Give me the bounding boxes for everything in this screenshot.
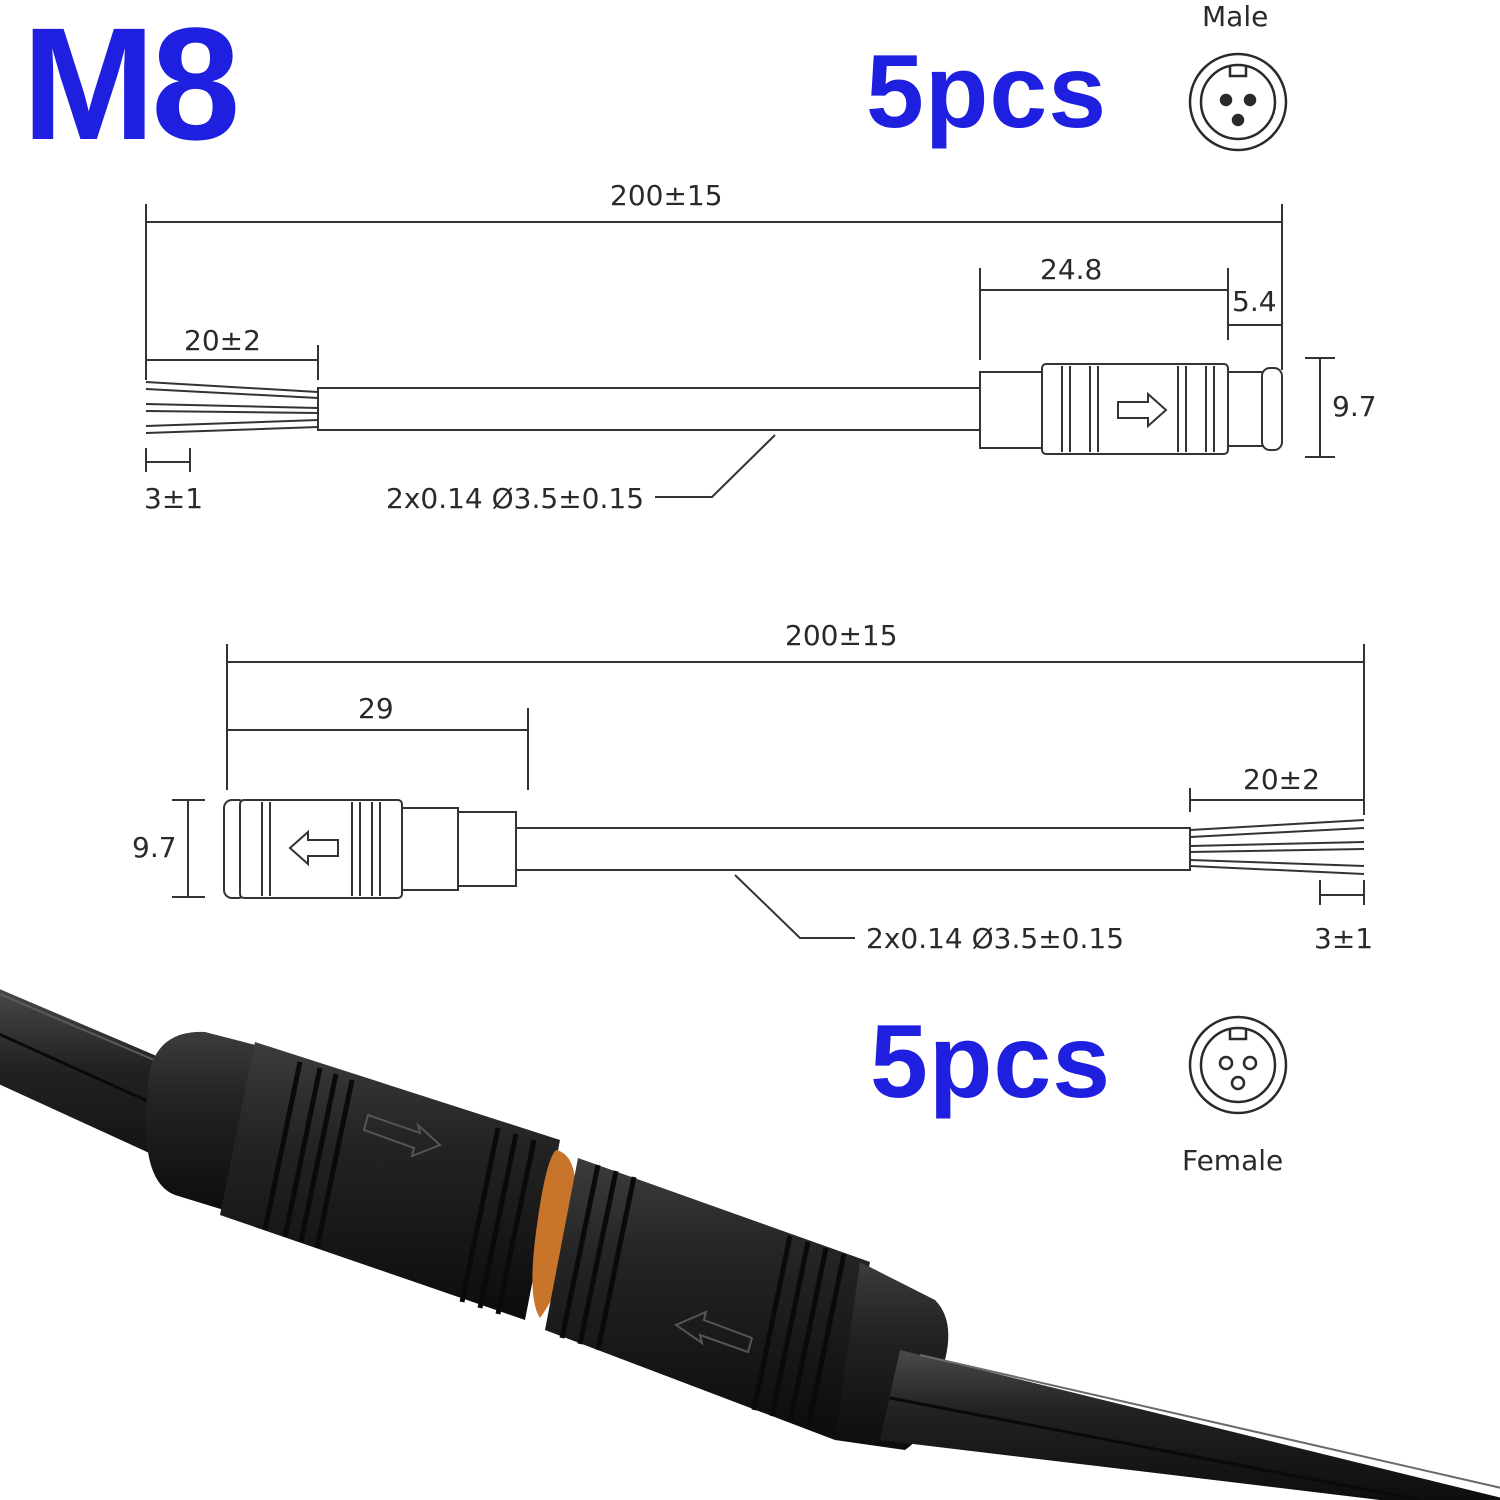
male-connector-face-icon xyxy=(1188,52,1288,152)
female-strip-length: 20±2 xyxy=(1243,763,1320,796)
male-quantity: 5pcs xyxy=(866,34,1108,150)
male-cable-spec: 2x0.14 Ø3.5±0.15 xyxy=(386,482,644,515)
male-connector-length: 24.8 xyxy=(1040,253,1102,286)
product-title: M8 xyxy=(22,0,240,173)
male-diameter: 9.7 xyxy=(1332,390,1377,423)
female-connector-face-icon xyxy=(1188,1015,1288,1115)
male-strip-length: 20±2 xyxy=(184,324,261,357)
male-tip-length: 5.4 xyxy=(1232,285,1277,318)
male-label: Male xyxy=(1202,0,1269,33)
female-diameter: 9.7 xyxy=(132,831,177,864)
female-cable-spec: 2x0.14 Ø3.5±0.15 xyxy=(866,922,1124,955)
male-total-length: 200±15 xyxy=(610,179,723,212)
male-wire-tip: 3±1 xyxy=(144,482,203,515)
female-wire-tip: 3±1 xyxy=(1314,922,1373,955)
direction-arrow-icon xyxy=(1117,391,1168,429)
mated-connector-photo xyxy=(0,989,1500,1500)
female-quantity: 5pcs xyxy=(870,1004,1112,1120)
direction-arrow-icon xyxy=(288,829,339,867)
female-total-length: 200±15 xyxy=(785,619,898,652)
female-cable-drawing xyxy=(172,644,1365,939)
male-cable-drawing xyxy=(145,204,1335,498)
female-label: Female xyxy=(1182,1144,1284,1177)
female-connector-length: 29 xyxy=(358,692,394,725)
